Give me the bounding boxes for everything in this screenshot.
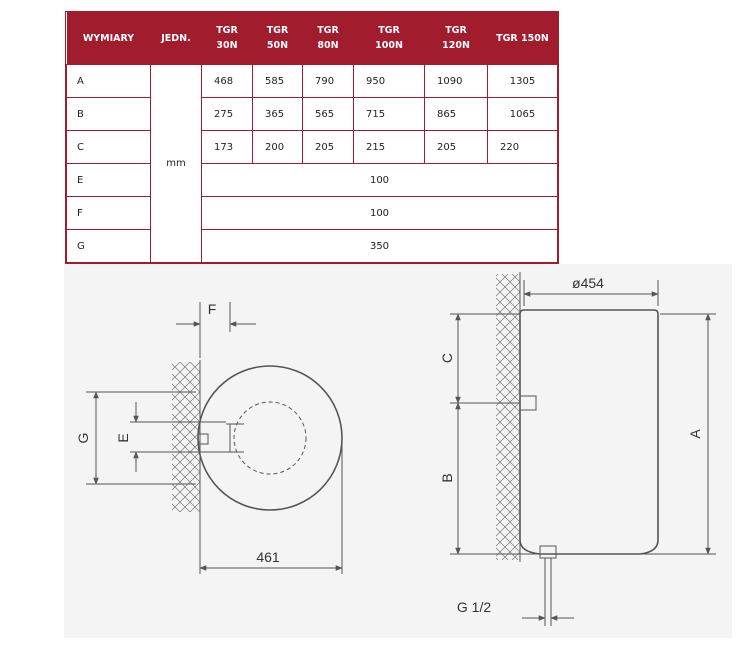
table-cell: 205: [302, 130, 354, 164]
row-label: B: [66, 97, 151, 131]
row-label: A: [66, 64, 151, 98]
table-row: E 100: [66, 163, 558, 197]
row-label: E: [66, 163, 151, 197]
row-label: C: [66, 130, 151, 164]
side-view: [450, 272, 716, 626]
tank-side-outline: [519, 309, 659, 555]
table-cell: 715: [353, 97, 425, 131]
label-diameter: ø454: [572, 275, 604, 291]
bracket: [197, 433, 209, 445]
table-cell: 565: [302, 97, 354, 131]
table-cell: 1090: [424, 64, 488, 98]
label-e: E: [115, 433, 131, 442]
table-row: C 173 200 205 215 205 220: [66, 130, 558, 164]
row-label: G: [66, 229, 151, 263]
table-row: A mm 468 585 790 950 1090 1305: [66, 64, 558, 263]
pipe-connector: [539, 545, 557, 559]
front-view: [86, 302, 343, 574]
label-g: G: [75, 433, 91, 444]
table-cell: 1065: [487, 97, 558, 131]
table-cell: 350: [201, 229, 558, 263]
label-pipe: G 1/2: [457, 599, 491, 615]
table-cell: 1305: [487, 64, 558, 98]
table-row: G 350: [66, 229, 558, 263]
table-cell: 468: [201, 64, 253, 98]
table-row: B 275 365 565 715 865 1065: [66, 97, 558, 131]
table-cell: 790: [302, 64, 354, 98]
table-cell: 100: [201, 163, 558, 197]
technical-drawing: F G E 461 ø454 C B A G 1/2: [64, 264, 732, 638]
table-cell: 365: [252, 97, 303, 131]
table-cell: 100: [201, 196, 558, 230]
table-cell: 173: [201, 130, 253, 164]
table-cell: 205: [424, 130, 488, 164]
row-label: F: [66, 196, 151, 230]
table-cell: 585: [252, 64, 303, 98]
label-width: 461: [256, 549, 280, 565]
table-cell: 220: [487, 130, 558, 164]
drawing-background: [64, 264, 732, 638]
table-cell: 200: [252, 130, 303, 164]
label-c: C: [439, 353, 455, 363]
header-jedn: JEDN.: [150, 12, 202, 65]
table-cell: 215: [353, 130, 425, 164]
hanger: [226, 423, 244, 453]
wall-hatch-side: [496, 274, 520, 560]
label-a: A: [687, 429, 703, 439]
table-cell: 950: [353, 64, 425, 98]
header-tgr-150n: TGR 150N: [487, 12, 558, 65]
table-cell: 275: [201, 97, 253, 131]
unit-cell: mm: [150, 64, 202, 263]
header-wymiary: WYMIARY: [66, 12, 151, 65]
table-cell: 865: [424, 97, 488, 131]
table-row: F 100: [66, 196, 558, 230]
label-f: F: [208, 301, 217, 317]
inner-dashed-circle: [233, 401, 307, 475]
wall-hatch: [172, 362, 200, 512]
label-b: B: [439, 473, 455, 482]
